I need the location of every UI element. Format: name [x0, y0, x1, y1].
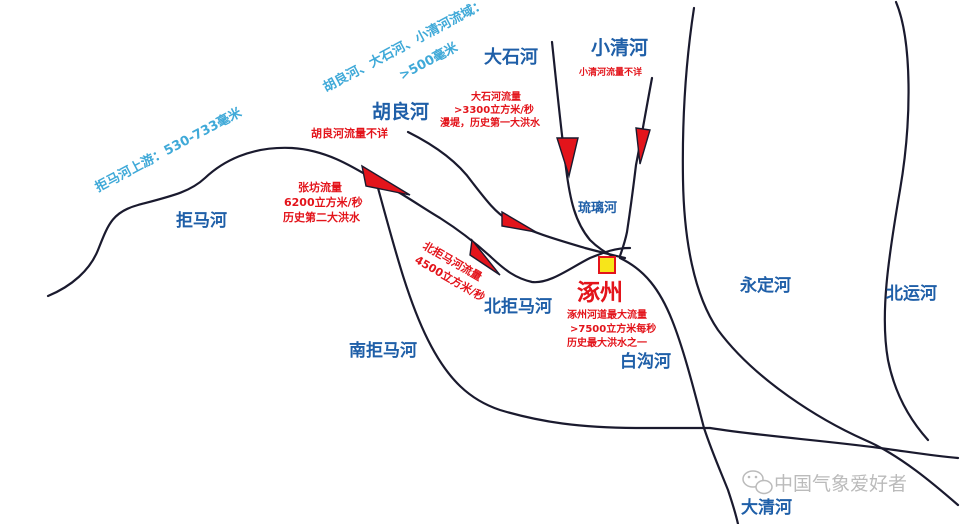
beiyunhe-line: [883, 0, 930, 442]
zhuozhou-flow-note-2: >7500立方米每秒: [570, 322, 656, 335]
beijumahe-flow-arrow: [469, 238, 501, 276]
river-lines: [46, 0, 960, 524]
upstream-rainfall-note: 拒马河上游：530-733毫米: [92, 104, 245, 195]
river-labels: 拒马河 胡良河 大石河 小清河 琉璃河 永定河 北运河 北拒马河 南拒马河 白沟…: [176, 36, 937, 518]
dashihe-flow-note-1: 大石河流量: [471, 90, 521, 103]
dashihe-flow-note-3: 漫堤，历史第一大洪水: [440, 116, 541, 129]
flow-arrows: [361, 127, 651, 276]
dashihe-line: [550, 40, 614, 258]
label-hulianghe: 胡良河: [372, 100, 429, 123]
watermark: 中国气象爱好者: [742, 470, 907, 495]
label-beiyunhe: 北运河: [886, 284, 937, 304]
daqinghe-line: [708, 426, 960, 460]
label-baigouhe: 白沟河: [620, 351, 671, 372]
dashihe-flow-note-2: >3300立方米/秒: [454, 103, 534, 116]
label-liulihe: 琉璃河: [578, 200, 617, 216]
flow-annotations: 大石河流量 >3300立方米/秒 漫堤，历史第一大洪水 小清河流量不详 胡良河流…: [283, 66, 656, 349]
label-daqinghe: 大清河: [741, 497, 792, 518]
label-dashihe: 大石河: [484, 46, 538, 68]
zhangfang-flow-note-1: 张坊流量: [298, 180, 342, 194]
zhuozhou-marker: [598, 256, 616, 274]
label-xiaoqinghe: 小清河: [591, 36, 648, 59]
xiaoqinghe-flow-note: 小清河流量不详: [578, 66, 642, 78]
label-jumahe: 拒马河: [176, 210, 227, 231]
xiaoqinghe-line: [618, 76, 654, 258]
city-zhuozhou: 涿州: [577, 280, 623, 306]
zhangfang-flow-note-3: 历史第二大洪水: [283, 210, 361, 224]
watermark-text: 中国气象爱好者: [774, 473, 907, 495]
label-yongdinghe: 永定河: [739, 275, 791, 296]
nanjumahe-line: [376, 186, 712, 430]
hulianghe-flow-arrow: [501, 210, 537, 233]
label-beijumahe: 北拒马河: [484, 296, 552, 317]
zhangfang-flow-note-2: 6200立方米/秒: [284, 195, 363, 209]
dashihe-flow-arrow: [556, 137, 579, 179]
baigouhe-line: [618, 256, 740, 524]
hulianghe-flow-note: 胡良河流量不详: [311, 126, 388, 140]
label-nanjumahe: 南拒马河: [349, 340, 417, 361]
xiaoqinghe-flow-arrow: [635, 127, 651, 165]
zhuozhou-flow-note-3: 历史最大洪水之一: [567, 336, 647, 349]
zhangfang-flow-arrow: [361, 164, 411, 196]
hulianghe-line: [406, 130, 627, 260]
wechat-icon: [742, 470, 773, 495]
zhuozhou-flow-note-1: 涿州河道最大流量: [567, 308, 647, 321]
rainfall-annotations: 拒马河上游：530-733毫米 胡良河、大石河、小清河流域： >500毫米: [92, 0, 488, 196]
